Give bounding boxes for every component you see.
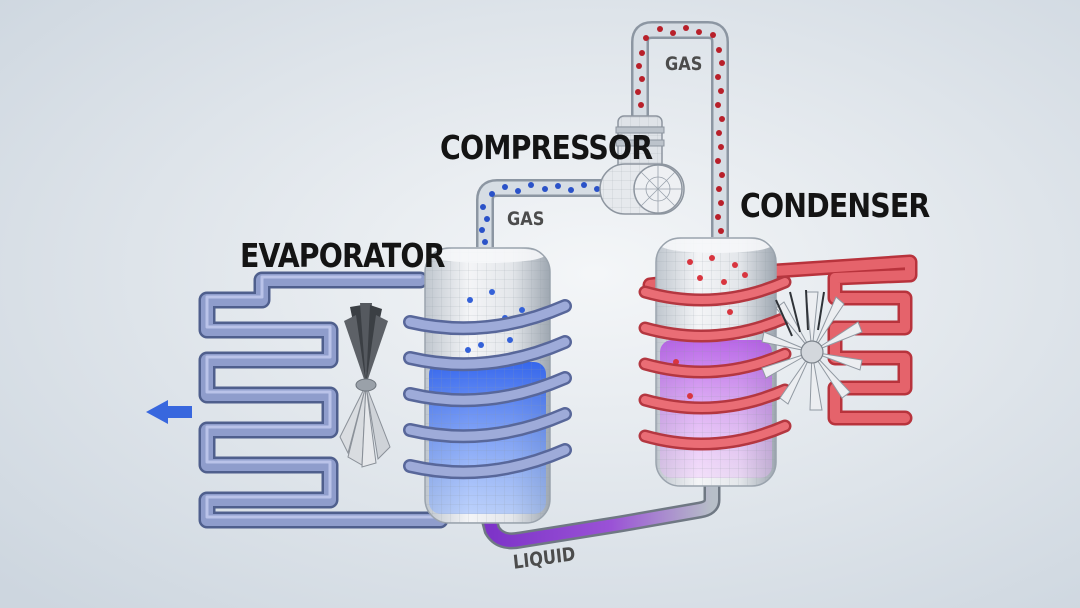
gas-label-hot: GAS bbox=[665, 53, 703, 75]
evaporator-tank-coil bbox=[403, 299, 572, 480]
compressor bbox=[599, 115, 685, 215]
gas-particles-hot bbox=[635, 25, 725, 234]
evaporator-label: EVAPORATOR bbox=[240, 236, 446, 275]
gas-label-cold: GAS bbox=[507, 208, 545, 230]
compressor-label: COMPRESSOR bbox=[440, 128, 653, 167]
condenser-tank-coil bbox=[638, 275, 792, 451]
gas-particles-cold bbox=[479, 182, 612, 245]
liquid-pipe bbox=[479, 469, 721, 550]
suction-pipe bbox=[476, 179, 629, 259]
discharge-pipe bbox=[631, 21, 729, 251]
fan-icon bbox=[761, 289, 863, 411]
fan-icon bbox=[339, 303, 391, 468]
condenser-label: CONDENSER bbox=[740, 186, 930, 225]
condenser-coil bbox=[642, 254, 918, 426]
arrow-left-icon bbox=[146, 400, 192, 424]
evaporator-coil bbox=[198, 271, 449, 529]
